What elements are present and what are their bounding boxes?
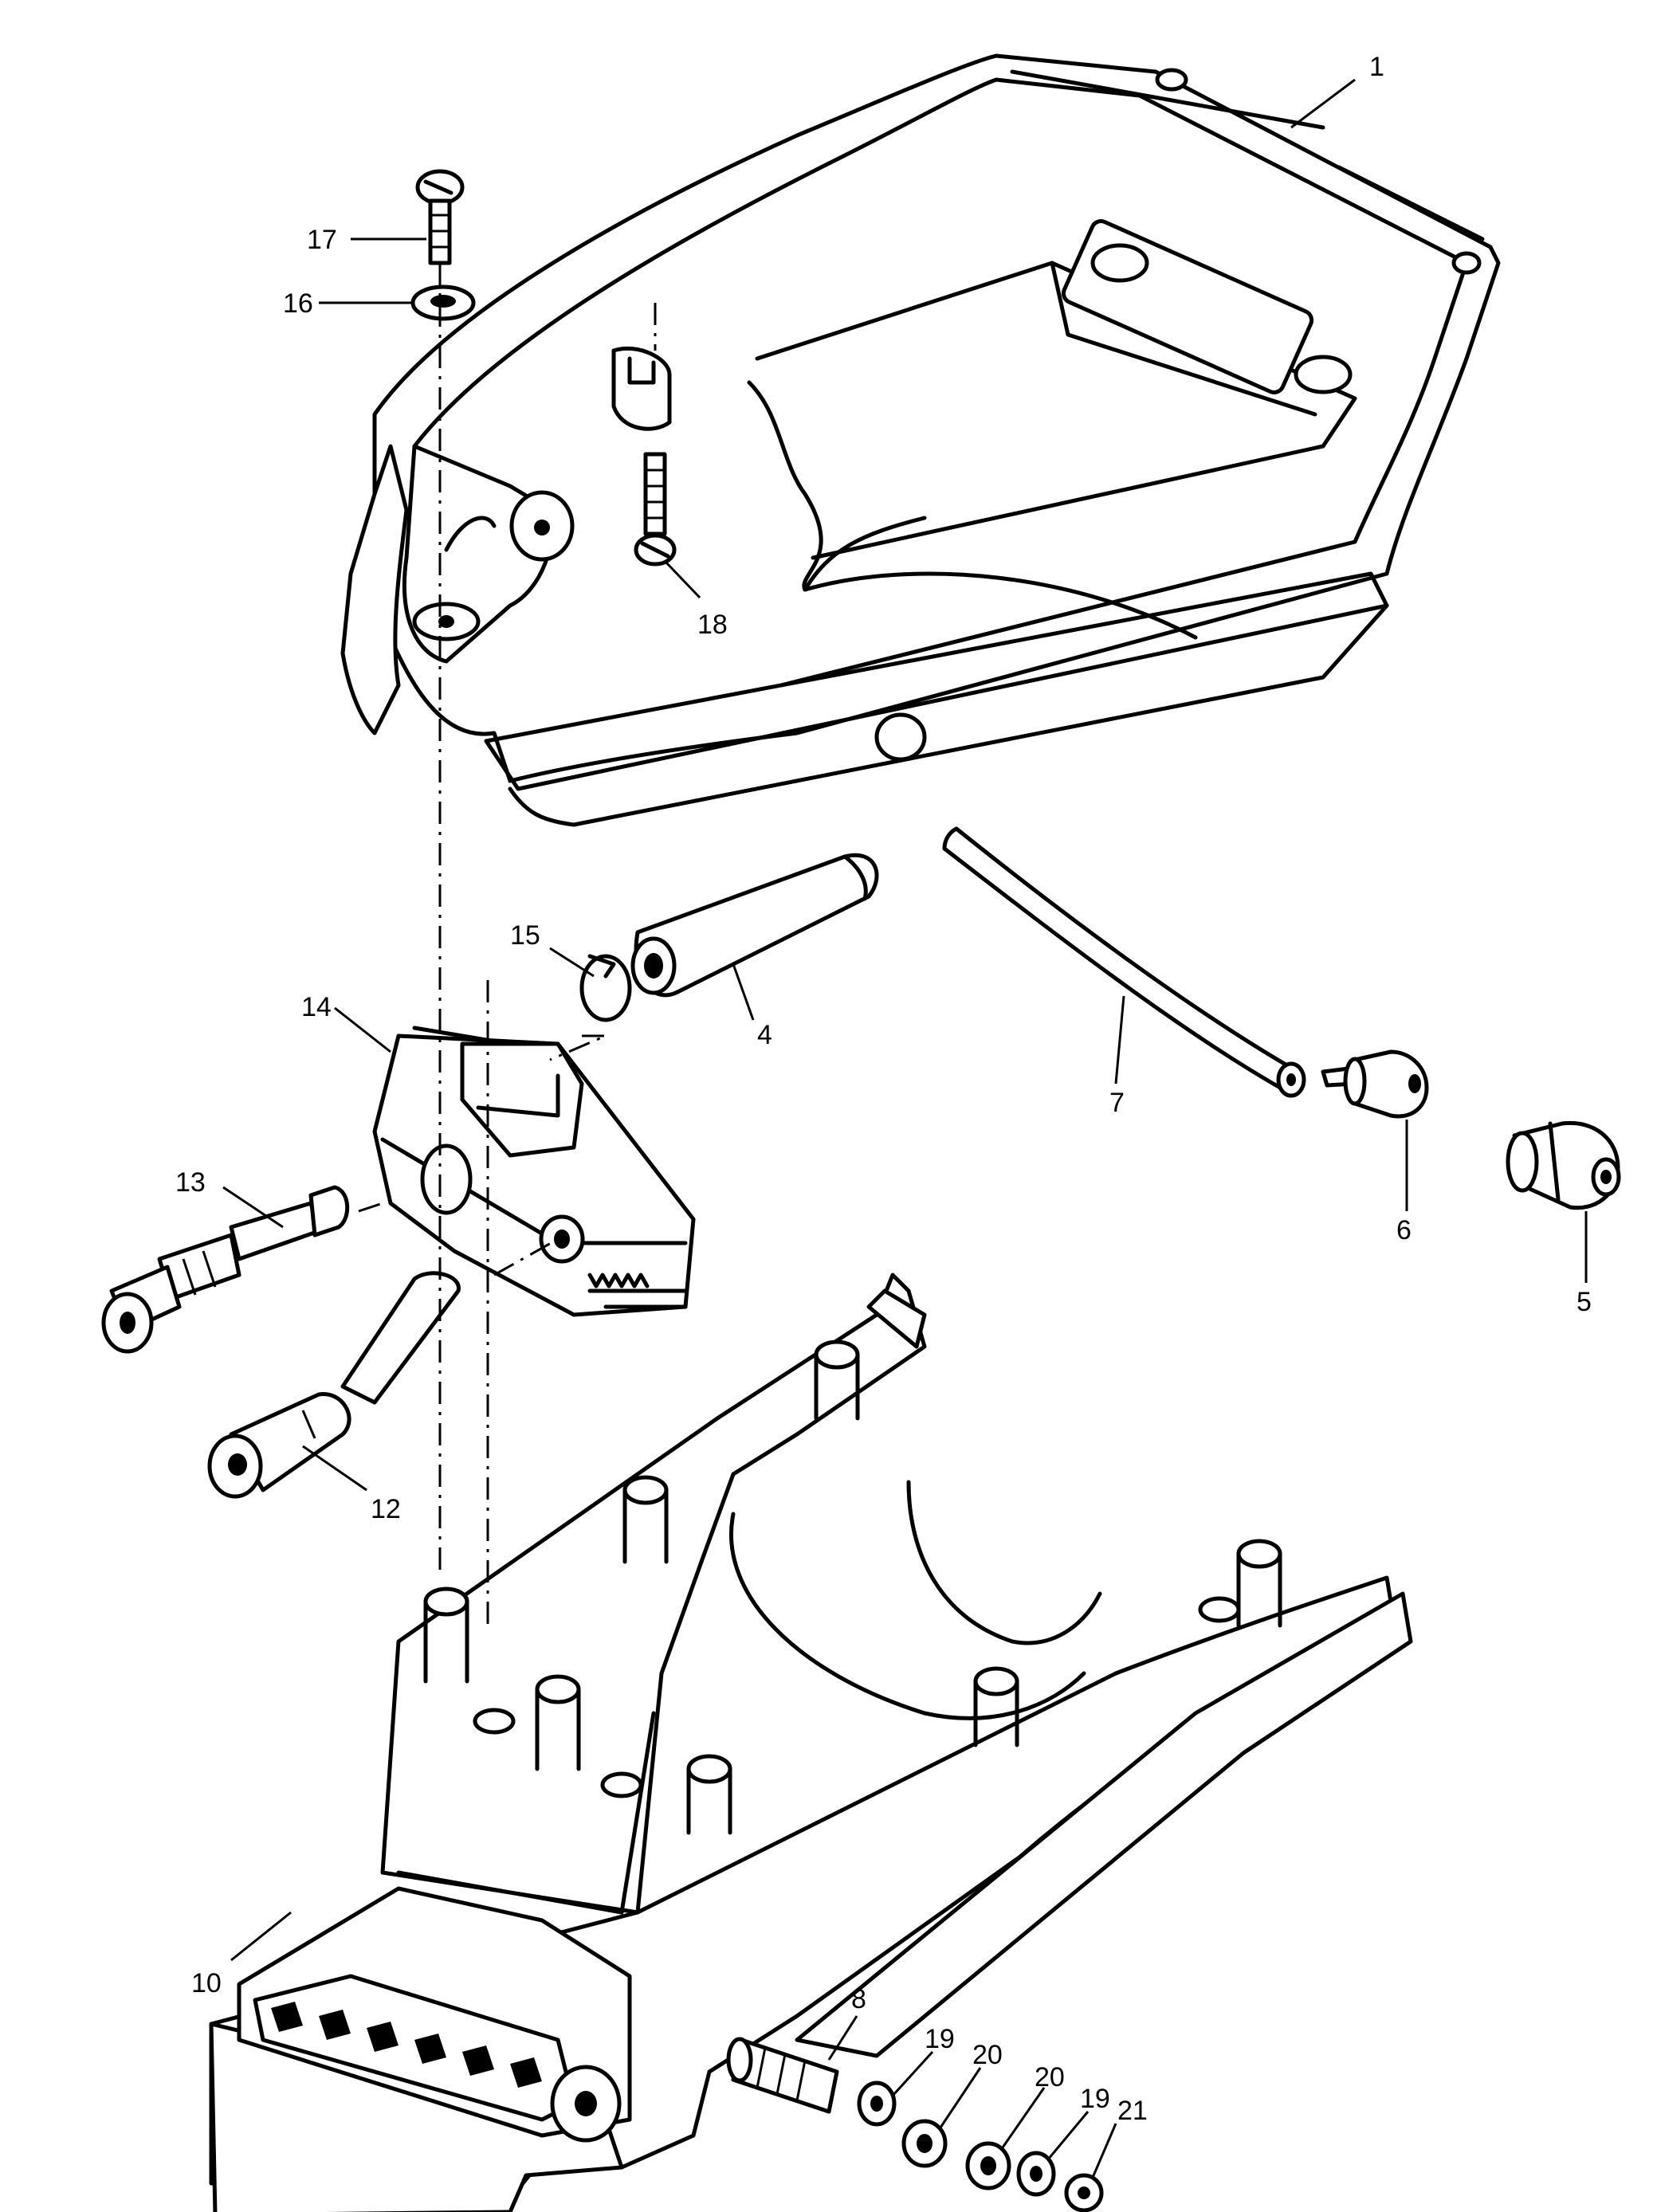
callout-16: 16 xyxy=(283,288,313,319)
callout-13: 13 xyxy=(175,1167,206,1198)
callout-6: 6 xyxy=(1396,1215,1412,1245)
part-8-stud xyxy=(726,2037,839,2114)
part-19-washer-a xyxy=(857,2081,897,2127)
part-5-fitting xyxy=(1506,1120,1621,1210)
part-7-long-hose xyxy=(942,826,1306,1098)
callout-5: 5 xyxy=(1577,1287,1592,1317)
callout-19b: 19 xyxy=(1080,2084,1110,2114)
callout-19a: 19 xyxy=(925,2024,955,2054)
callout-15: 15 xyxy=(510,920,540,951)
callout-7: 7 xyxy=(1109,1088,1125,1118)
callout-17: 17 xyxy=(307,225,337,255)
callout-20a: 20 xyxy=(972,2040,1003,2070)
part-6-connector xyxy=(1321,1049,1429,1119)
part-12-lead-terminal xyxy=(207,1271,461,1499)
callout-1: 1 xyxy=(1369,52,1384,82)
part-15-clamp xyxy=(579,954,632,1022)
part-10-lower-housing xyxy=(209,1273,1413,2212)
part-14-bracket xyxy=(372,1026,696,1317)
part-1-upper-tray xyxy=(340,53,1501,827)
part-19-washer-b xyxy=(1016,2151,1056,2197)
callout-12: 12 xyxy=(371,1494,401,1524)
part-18-clip-and-screw xyxy=(611,346,677,567)
part-4-hose xyxy=(630,853,879,998)
callout-21: 21 xyxy=(1117,2096,1148,2126)
part-13-sensor xyxy=(101,1185,350,1354)
assembly-lines xyxy=(358,263,657,1626)
part-21-nut xyxy=(1064,2173,1104,2212)
part-20-nut-b xyxy=(965,2141,1011,2190)
leader-lines xyxy=(222,78,1588,2180)
callout-4: 4 xyxy=(757,1020,772,1050)
part-17-screw xyxy=(415,169,465,265)
callout-labels: 1 4 5 6 7 8 10 12 13 14 15 16 17 18 19 1… xyxy=(175,52,1592,2126)
callout-8: 8 xyxy=(851,1984,866,2014)
part-20-nut-a xyxy=(901,2119,948,2168)
posts xyxy=(423,1339,1282,1835)
callout-14: 14 xyxy=(301,992,332,1022)
callout-20b: 20 xyxy=(1035,2062,1065,2092)
part-16-washer xyxy=(410,284,476,321)
callout-18: 18 xyxy=(697,610,728,640)
callout-10: 10 xyxy=(191,1968,222,1998)
